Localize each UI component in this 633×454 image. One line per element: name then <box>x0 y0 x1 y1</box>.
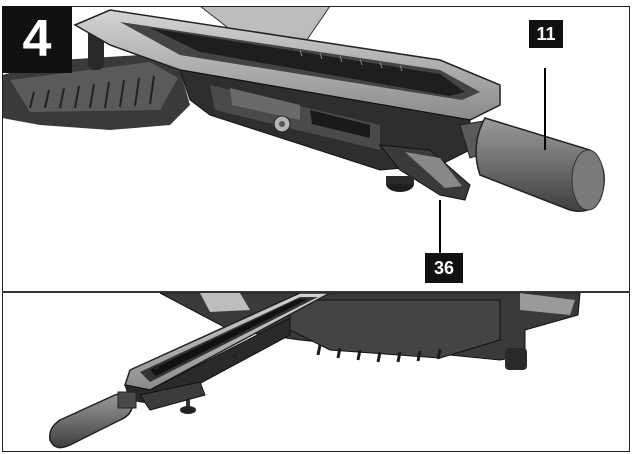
figure-frame <box>2 6 630 452</box>
callout-handle-label: 11 <box>529 20 563 48</box>
panel-divider <box>2 291 630 293</box>
bottom-view <box>48 293 581 449</box>
callout-lever-label: 36 <box>425 253 463 283</box>
top-view <box>2 6 605 253</box>
figure-number-label: 4 <box>2 6 72 73</box>
